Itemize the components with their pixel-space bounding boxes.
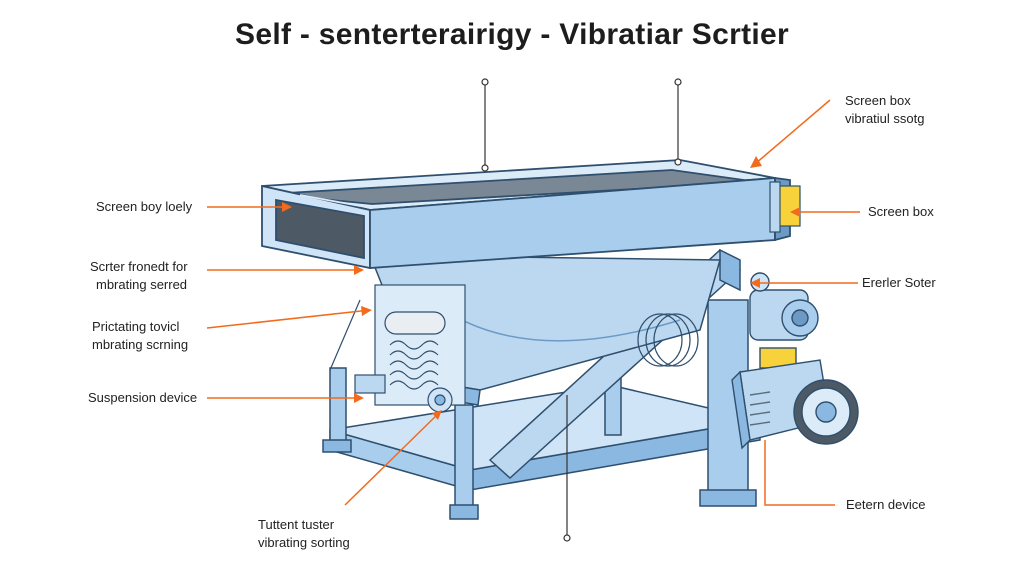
label-exciter: Ererler Soter: [862, 274, 936, 292]
label-screen-body-line1: Screen boy loely: [96, 199, 193, 214]
label-bottom: Tuttent tuster vibrating sorting: [258, 516, 350, 552]
gearbox-drive: [731, 359, 859, 450]
label-driving-device: Prictating tovicl mbrating scrning: [92, 318, 188, 354]
screen-box-trough: [261, 159, 791, 270]
label-driving-device-line1: Prictating tovicl: [92, 319, 180, 334]
diagram-title: Self - senterterairigy - Vibratiar Scrti…: [235, 18, 789, 51]
label-screen-body: Screen boy loely: [96, 198, 192, 216]
label-screen-box-top: Screen box vibratiul ssotg: [845, 92, 924, 128]
label-bottom-line2: vibrating sorting: [258, 535, 350, 550]
leader-arrowheads: [282, 156, 800, 420]
label-screen-frame: Scrter fronedt for mbrating serred: [90, 258, 188, 294]
side-yellow-tab: [769, 181, 801, 233]
label-suspension-line1: Suspension device: [88, 390, 198, 405]
leader-lines: [206, 99, 860, 506]
label-bottom-line1: Tuttent tuster: [258, 517, 335, 532]
label-screen-box-right: Screen box: [868, 203, 934, 221]
label-external-device: Eetern device: [846, 496, 926, 514]
base-frame: [322, 299, 761, 520]
top-rods: [481, 78, 682, 542]
label-suspension: Suspension device: [88, 389, 197, 407]
label-screen-frame-line2: mbrating serred: [96, 277, 188, 292]
label-screen-box-top-line1: Screen box: [845, 93, 911, 108]
leader-screen-box-top: [754, 99, 831, 165]
cable-coil: [637, 313, 699, 367]
leader-external-device: [764, 440, 835, 506]
label-exciter-line1: Ererler Soter: [862, 275, 936, 290]
label-screen-box-top-line2: vibratiul ssotg: [845, 111, 925, 126]
label-driving-device-line2: mbrating scrning: [92, 337, 189, 352]
motor-exciter: [749, 272, 819, 369]
leader-driving-device: [206, 309, 371, 329]
label-screen-box-right-line1: Screen box: [868, 204, 934, 219]
label-external-device-line1: Eetern device: [846, 497, 926, 512]
label-screen-frame-line1: Scrter fronedt for: [90, 259, 188, 274]
leader-bottom-label: [344, 411, 441, 506]
spring-assembly: [329, 284, 466, 413]
